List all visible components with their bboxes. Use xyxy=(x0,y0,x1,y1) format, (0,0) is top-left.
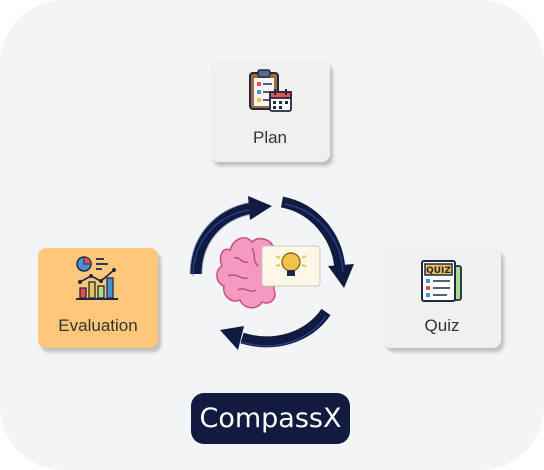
circular-arrows-icon xyxy=(189,196,354,350)
svg-text:QUIZ: QUIZ xyxy=(426,266,451,276)
clipboard-calendar-icon xyxy=(249,69,292,112)
quiz-card[interactable]: QUIZ Quiz xyxy=(383,248,501,348)
brand-badge: CompassX xyxy=(191,393,350,444)
center-cycle xyxy=(178,188,360,358)
plan-label: Plan xyxy=(252,128,288,147)
quiz-label: Quiz xyxy=(424,316,460,335)
plan-card[interactable]: Plan xyxy=(210,60,330,162)
brain-icon xyxy=(216,237,276,309)
lightbulb-card-icon xyxy=(261,245,321,287)
evaluation-label: Evaluation xyxy=(58,316,138,335)
chart-report-icon xyxy=(76,256,118,300)
evaluation-card[interactable]: Evaluation xyxy=(38,248,158,348)
quiz-newspaper-icon: QUIZ xyxy=(421,260,462,302)
